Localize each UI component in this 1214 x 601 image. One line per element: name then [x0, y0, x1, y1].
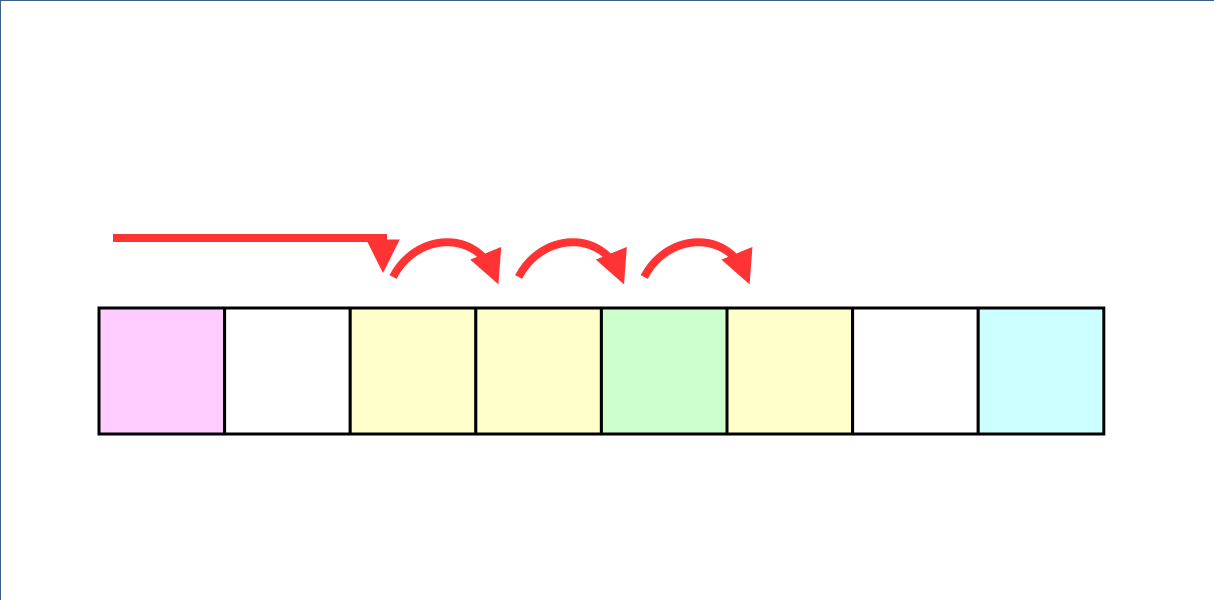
arrows	[113, 234, 753, 285]
array-cell-6	[725, 306, 855, 436]
entry-arrow	[113, 234, 400, 274]
hop-arrow-2	[515, 238, 627, 285]
array-cells	[97, 306, 1106, 436]
hop-arrow-1	[389, 238, 502, 285]
hop-arrow-3	[640, 238, 753, 285]
array-cell-1	[97, 306, 227, 436]
array-cell-7	[851, 306, 980, 436]
array-cell-4	[474, 306, 603, 436]
array-cell-8	[976, 306, 1106, 436]
array-cell-3	[348, 306, 478, 436]
array-cell-5	[599, 306, 729, 436]
array-cell-2	[223, 306, 352, 436]
